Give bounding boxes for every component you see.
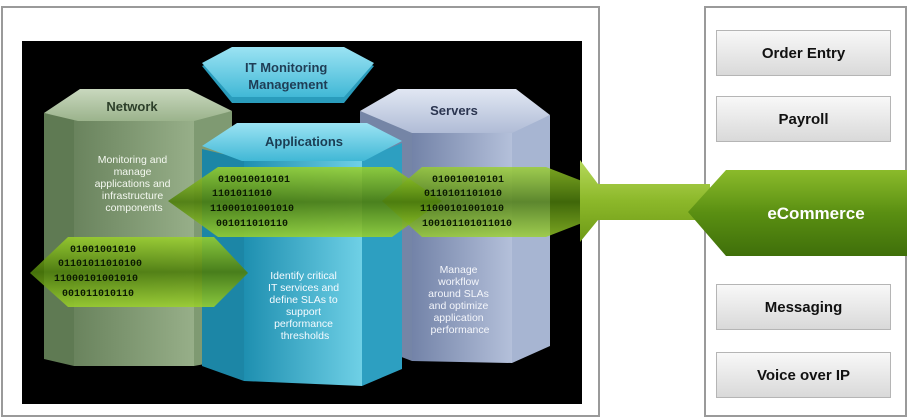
network-description: Monitoring and manage applications and i… xyxy=(95,154,174,214)
it-monitoring-label: IT Monitoring Management xyxy=(245,60,331,92)
it-monitoring-diagram: IT Monitoring Management Network Monitor… xyxy=(22,41,582,404)
network-label: Network xyxy=(106,99,158,114)
servers-description: Manage workflow around SLAs and optimize… xyxy=(428,264,492,336)
service-order-entry-button[interactable]: Order Entry xyxy=(716,30,891,76)
servers-label: Servers xyxy=(430,103,478,118)
svg-text:010010010101 01101011010: 010010010101 0110101101010 1100010100101… xyxy=(420,175,512,230)
service-ecommerce-label: eCommerce xyxy=(767,204,864,223)
it-monitoring-hexagon: IT Monitoring Management xyxy=(202,47,374,103)
svg-text:010010010101 1101011010: 010010010101 1101011010 11000101001010 0… xyxy=(210,175,300,230)
service-messaging-button[interactable]: Messaging xyxy=(716,284,891,330)
connector-arrow xyxy=(580,160,710,242)
binary-band-lower: 01001001010 01101011010100 1100010100101… xyxy=(30,237,248,307)
applications-description: Identify critical IT services and define… xyxy=(268,270,342,342)
service-ecommerce-button[interactable]: eCommerce xyxy=(688,168,907,258)
applications-label: Applications xyxy=(265,134,343,149)
applications-column: Applications Identify critical IT servic… xyxy=(202,123,402,386)
svg-text:01001001010 011010110101: 01001001010 01101011010100 1100010100101… xyxy=(54,245,148,300)
binary-band-upper: 010010010101 1101011010 11000101001010 0… xyxy=(168,167,582,237)
service-voice-over-ip-button[interactable]: Voice over IP xyxy=(716,352,891,398)
service-payroll-button[interactable]: Payroll xyxy=(716,96,891,142)
